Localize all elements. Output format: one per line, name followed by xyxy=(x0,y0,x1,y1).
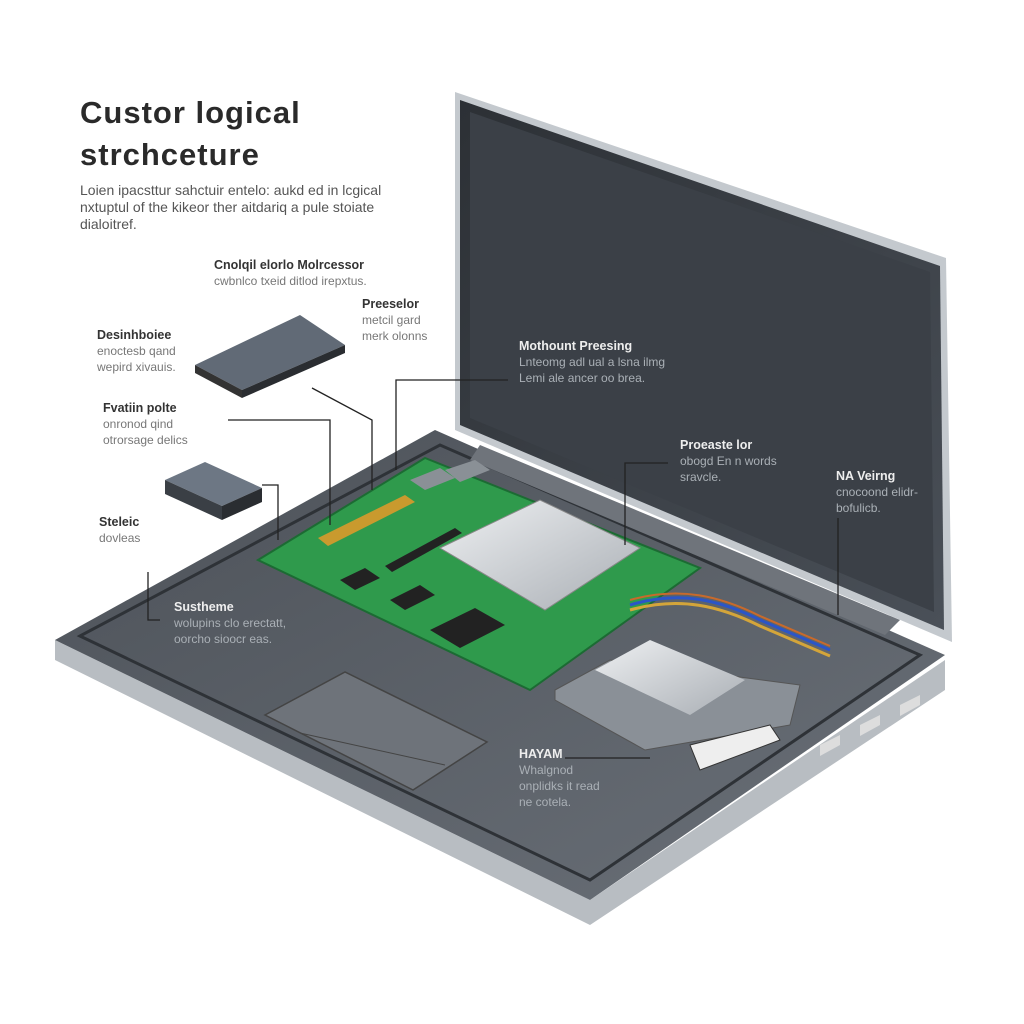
label-desc: obogd En n words sravcle. xyxy=(680,454,777,484)
label-title: Fvatiin polte xyxy=(103,401,177,415)
label-title: Sustheme xyxy=(174,600,234,614)
laptop-lid xyxy=(455,92,952,642)
label-desc: cnocoond elidr- bofulicb. xyxy=(836,485,919,515)
label-title: Desinhboiee xyxy=(97,328,172,342)
label-title: NA Veirng xyxy=(836,469,896,483)
floating-chip xyxy=(195,315,345,398)
label-title: HAYAM xyxy=(519,747,563,761)
page-title: Custor logical strchceture xyxy=(80,95,301,172)
label-title: Proeaste lor xyxy=(680,438,753,452)
label-desc: dovleas xyxy=(99,531,141,545)
label-processor-right: Proeaste lor obogd En n words sravcle. xyxy=(680,437,780,485)
label-desc: onronod qind otrorsage delics xyxy=(103,417,188,447)
trackpad xyxy=(263,671,489,791)
label-title: Preeselor xyxy=(362,297,419,311)
ram-slot xyxy=(318,495,415,546)
label-desc: Whalgnod onplidks it read ne cotela. xyxy=(519,763,600,809)
label-sticker xyxy=(689,724,781,771)
label-fvatiin-polte: Fvatiin polte onronod qind otrorsage deli… xyxy=(103,400,208,448)
motherboard xyxy=(255,456,703,692)
intro-text: Loien ipacsttur sahctuir entelo: aukd ed… xyxy=(80,182,382,232)
label-desc: metcil gard merk olonns xyxy=(362,313,428,343)
label-desc: wolupins clo erectatt, oorcho sioocr eas… xyxy=(174,616,287,646)
label-processor-top: Preeselor metcil gard merk olonns xyxy=(362,296,442,344)
label-sustheme: Sustheme wolupins clo erectatt, oorcho si… xyxy=(174,599,314,647)
label-title: Cnolqil elorlo Molrcessor xyxy=(214,258,365,272)
label-title: Mothount Preesing xyxy=(519,339,633,353)
label-na-veirng: NA Veirng cnocoond elidr- bofulicb. xyxy=(836,468,926,516)
floating-ssd xyxy=(165,462,262,520)
label-hayam: HAYAM Whalgnod onplidks it read ne cotela… xyxy=(519,746,614,810)
label-desinhboiee: Desinhboiee enoctesb qand wepird xivauis. xyxy=(97,327,192,375)
heatsink xyxy=(554,640,801,771)
label-steleic: Steleic dovleas xyxy=(99,514,169,546)
label-desc: Lnteomg adl ual a lsna ilmg Lemi ale anc… xyxy=(519,355,666,385)
label-desc: cwbnlco txeid ditlod irepxtus. xyxy=(214,274,367,288)
label-desc: enoctesb qand wepird xivauis. xyxy=(97,344,176,374)
label-microprocessor: Cnolqil elorlo Molrcessor cwbnlco txeid d… xyxy=(214,257,394,289)
cpu-chip xyxy=(438,499,642,611)
label-title: Steleic xyxy=(99,515,140,529)
leader-lines xyxy=(147,379,839,759)
